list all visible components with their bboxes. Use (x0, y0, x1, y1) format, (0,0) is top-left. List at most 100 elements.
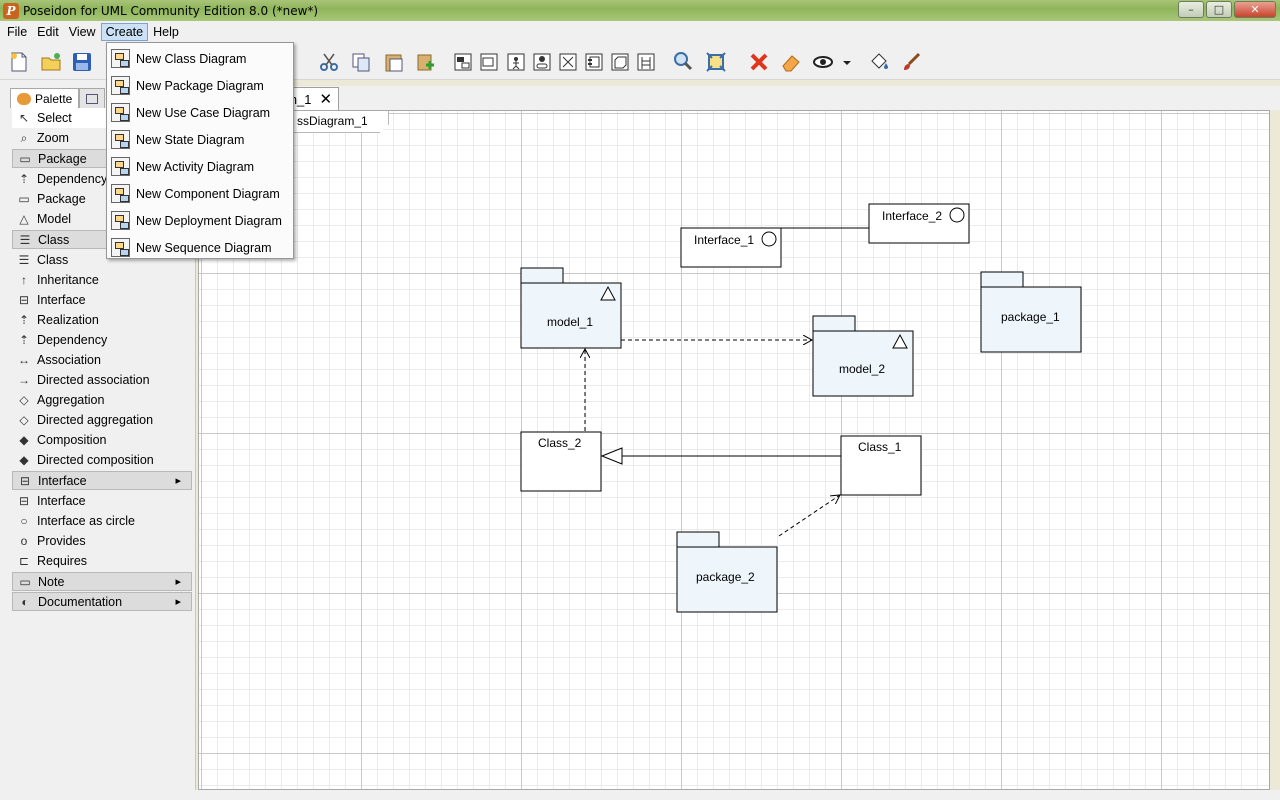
palette-item-label: Directed association (37, 373, 150, 387)
palette-item-documentation[interactable]: ◐Documentation (12, 592, 192, 611)
interface-1[interactable]: Interface_1 (680, 227, 782, 268)
model-1-package[interactable]: model_1 (520, 267, 622, 349)
menu-item-label: New Deployment Diagram (136, 213, 282, 228)
palette-composition-icon: ◆ (19, 433, 29, 447)
open-icon[interactable] (40, 51, 62, 73)
palette-item-directed-aggregation[interactable]: ◇Directed aggregation (12, 410, 192, 430)
palette-model-icon: △ (19, 212, 29, 226)
close-tab-icon[interactable]: ✕ (319, 90, 333, 108)
zoom-100-icon[interactable] (672, 51, 694, 73)
menu-item-label: New State Diagram (136, 132, 245, 147)
brush-icon[interactable] (900, 51, 922, 73)
menu-item-new-sequence-diagram[interactable]: New Sequence Diagram (107, 234, 293, 261)
menu-item-label: New Activity Diagram (136, 159, 255, 174)
new-icon[interactable] (8, 51, 30, 73)
close-button[interactable]: ✕ (1234, 1, 1276, 18)
palette-item-interface[interactable]: ⊟Interface (12, 471, 192, 490)
palette-item-composition[interactable]: ◆Composition (12, 430, 192, 450)
menu-item-label: New Package Diagram (136, 78, 264, 93)
menu-item-new-activity-diagram[interactable]: New Activity Diagram (107, 153, 293, 180)
menu-item-new-component-diagram[interactable]: New Component Diagram (107, 180, 293, 207)
menu-item-new-deployment-diagram[interactable]: New Deployment Diagram (107, 207, 293, 234)
minimize-button[interactable]: – (1178, 1, 1204, 18)
tab-navigator[interactable] (79, 88, 106, 108)
cut-icon[interactable] (318, 51, 340, 73)
palette-item-interface[interactable]: ⊟Interface (12, 290, 192, 310)
package-1-label: package_1 (1001, 310, 1060, 324)
sequence-diagram-icon[interactable] (635, 51, 657, 73)
window-controls: – □ ✕ (1178, 1, 1276, 18)
delete-icon[interactable] (748, 51, 770, 73)
palette-tab-label: Palette (35, 91, 73, 106)
palette-interface-as-circle-icon: ○ (20, 514, 28, 528)
palette-item-note[interactable]: ▭Note (12, 572, 192, 591)
palette-item-label: Class (38, 232, 70, 247)
menu-create[interactable]: Create (100, 22, 149, 41)
view-icon[interactable] (812, 51, 834, 73)
menu-item-new-state-diagram[interactable]: New State Diagram (107, 126, 293, 153)
palette-item-association[interactable]: ↔Association (12, 350, 192, 370)
palette-item-label: Interface (37, 494, 86, 508)
menu-view[interactable]: View (68, 24, 96, 39)
menu-item-label: New Class Diagram (136, 51, 247, 66)
palette-icon (17, 92, 31, 105)
tab-palette[interactable]: Palette (10, 88, 80, 108)
palette-item-realization[interactable]: ⇡Realization (12, 310, 192, 330)
copy-icon[interactable] (350, 51, 372, 73)
model-2-package[interactable]: model_2 (812, 315, 914, 397)
eraser-icon[interactable] (780, 51, 802, 73)
palette-class-icon: ☰ (19, 232, 31, 247)
menu-file[interactable]: File (7, 24, 28, 39)
palette-item-dependency[interactable]: ⇡Dependency (12, 169, 192, 189)
package-diagram-icon[interactable] (478, 51, 500, 73)
palette-item-aggregation[interactable]: ◇Aggregation (12, 390, 192, 410)
palette-item-label: Interface (37, 293, 86, 307)
maximize-button[interactable]: □ (1206, 1, 1232, 18)
palette-item-interface-as-circle[interactable]: ○ Interface as circle (12, 511, 192, 531)
menu-item-new-class-diagram[interactable]: New Class Diagram (107, 45, 293, 72)
paste-icon[interactable] (383, 51, 405, 73)
status-bar (0, 790, 1280, 800)
palette-realization-icon: ⇡ (18, 313, 30, 327)
usecase-diagram-icon[interactable] (505, 51, 527, 73)
menu-item-new-package-diagram[interactable]: New Package Diagram (107, 72, 293, 99)
palette-item-dependency[interactable]: ⇡Dependency (12, 330, 192, 350)
package-2[interactable]: package_2 (676, 531, 778, 613)
palette-item-directed-association[interactable]: →Directed association (12, 370, 192, 390)
package-1[interactable]: package_1 (980, 271, 1082, 353)
class-1[interactable]: Class_1 (840, 435, 922, 496)
palette-item-class[interactable]: ☰Class (12, 250, 192, 270)
diagram-type-icon (111, 103, 130, 122)
class-2[interactable]: Class_2 (520, 431, 602, 492)
paste-add-icon[interactable] (415, 51, 437, 73)
fill-icon[interactable] (868, 51, 890, 73)
activity-diagram-icon[interactable] (557, 51, 579, 73)
component-diagram-icon[interactable] (583, 51, 605, 73)
palette-dependency-icon: ⇡ (18, 333, 30, 347)
palette-item-label: Interface as circle (37, 514, 135, 528)
palette-item-package[interactable]: ▭Package (12, 189, 192, 209)
menu-item-new-use-case-diagram[interactable]: New Use Case Diagram (107, 99, 293, 126)
palette-item-label: Directed composition (37, 453, 154, 467)
fit-icon[interactable] (705, 51, 727, 73)
palette-item-interface[interactable]: ⊟Interface (12, 491, 192, 511)
palette-item-directed-composition[interactable]: ◆Directed composition (12, 450, 192, 470)
palette-class-icon: ☰ (18, 253, 30, 267)
menu-help[interactable]: Help (153, 24, 179, 39)
palette-association-icon: ↔ (18, 353, 30, 367)
state-diagram-icon[interactable] (531, 51, 553, 73)
save-icon[interactable] (71, 51, 93, 73)
palette-item-requires[interactable]: ⊏Requires (12, 551, 192, 571)
palette-item-model[interactable]: △Model (12, 209, 192, 229)
palette-item-zoom[interactable]: ⌕Zoom (12, 128, 192, 148)
interface-2[interactable]: Interface_2 (868, 203, 970, 244)
view-dropdown-icon[interactable] (836, 51, 851, 73)
dependency-package2-class1[interactable] (778, 495, 840, 537)
deployment-diagram-icon[interactable] (609, 51, 631, 73)
menu-edit[interactable]: Edit (37, 24, 59, 39)
class-diagram-icon[interactable] (452, 51, 474, 73)
palette-item-inheritance[interactable]: ↑Inheritance (12, 270, 192, 290)
diagram-canvas[interactable]: ssDiagram_1 Interface_1 Interface_2 mode… (198, 110, 1270, 790)
